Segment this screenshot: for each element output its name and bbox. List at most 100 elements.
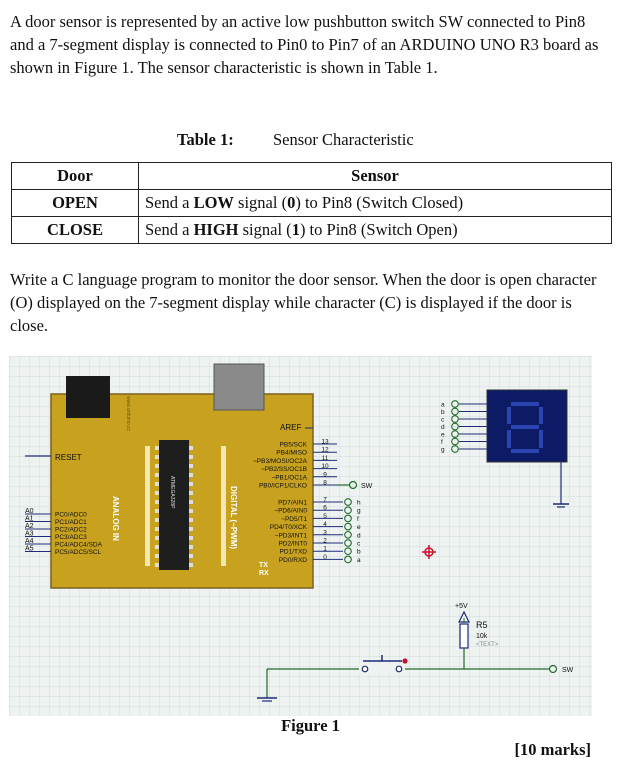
chip-pin bbox=[155, 554, 159, 558]
display-pin-label: a bbox=[441, 402, 445, 409]
chip-pin bbox=[189, 473, 193, 477]
analog-pin-label: A0 bbox=[25, 508, 34, 515]
digital-pin-number: 4 bbox=[323, 521, 327, 528]
table-row: OPEN Send a LOW signal (0) to Pin8 (Swit… bbox=[11, 189, 612, 217]
header-sensor: Sensor bbox=[138, 162, 612, 190]
right-header-strip bbox=[221, 446, 226, 566]
chip-pin bbox=[155, 491, 159, 495]
chip-pin bbox=[189, 455, 193, 459]
door-cell: CLOSE bbox=[11, 216, 139, 244]
digital-pin-number: 13 bbox=[321, 439, 329, 446]
sensor-text: signal ( bbox=[233, 193, 288, 212]
door-cell: OPEN bbox=[11, 189, 139, 217]
chip-pin bbox=[189, 500, 193, 504]
chip-pin bbox=[155, 464, 159, 468]
pin-terminal-label: f bbox=[357, 516, 359, 523]
chip-pin bbox=[155, 500, 159, 504]
signal-level: LOW bbox=[193, 193, 234, 212]
table-title: Sensor Characteristic bbox=[273, 130, 414, 149]
display-pin-label: f bbox=[441, 439, 443, 446]
chip-pin bbox=[189, 491, 193, 495]
pin-terminal-label: d bbox=[357, 532, 361, 539]
pushbutton-gap bbox=[359, 664, 405, 674]
chip-pin bbox=[155, 482, 159, 486]
rx-label: RX bbox=[259, 570, 269, 577]
digital-pin-number: 11 bbox=[322, 455, 329, 462]
digital-pin-label: PB4/MISO bbox=[276, 450, 307, 457]
digital-pin-number: 3 bbox=[323, 529, 327, 536]
analog-pin-label: A5 bbox=[25, 546, 34, 553]
sw-label-2: SW bbox=[562, 667, 574, 674]
signal-value: 1 bbox=[291, 220, 300, 239]
chip-pin bbox=[189, 518, 193, 522]
display-pin-label: g bbox=[441, 447, 445, 454]
analog-in-label: ANALOG IN bbox=[111, 496, 120, 541]
pin-terminal bbox=[344, 555, 352, 564]
intro-paragraph: A door sensor is represented by an activ… bbox=[10, 12, 599, 77]
chip-pin bbox=[189, 554, 193, 558]
chip-pin bbox=[189, 446, 193, 450]
chip-pin bbox=[189, 464, 193, 468]
sensor-text: Send a bbox=[145, 193, 194, 212]
analog-pin-label: A2 bbox=[25, 523, 34, 530]
analog-pin-function: PC0/ADC0 bbox=[55, 512, 87, 519]
display-segments bbox=[507, 402, 543, 453]
analog-pin-function: PC3/ADC3 bbox=[55, 534, 87, 541]
pin-terminal-label: b bbox=[357, 549, 361, 556]
sensor-cell: Send a LOW signal (0) to Pin8 (Switch Cl… bbox=[138, 189, 612, 217]
analog-pin-function: PC1/ADC1 bbox=[55, 519, 87, 526]
chip-pin bbox=[189, 509, 193, 513]
task-paragraph: Write a C language program to monitor th… bbox=[10, 270, 597, 335]
circuit-figure: RESET www.arduino.cc ATMEGA328P ANALOG I… bbox=[9, 356, 592, 716]
digital-pin-label: PD1/TXD bbox=[280, 549, 308, 556]
header-door: Door bbox=[11, 162, 139, 190]
digital-pin-number: 12 bbox=[321, 447, 329, 454]
sensor-text: ) to Pin8 (Switch Closed) bbox=[295, 193, 464, 212]
tx-label: TX bbox=[259, 562, 268, 569]
chip-pin bbox=[189, 563, 193, 567]
chip-pin bbox=[155, 527, 159, 531]
analog-pin-function: PC5/ADC5/SCL bbox=[55, 549, 102, 556]
sw-label: SW bbox=[361, 483, 373, 490]
microcontroller-chip bbox=[159, 440, 189, 570]
chip-pins bbox=[155, 446, 193, 567]
digital-pin-number: 8 bbox=[323, 480, 327, 487]
digital-pin-number: 10 bbox=[321, 463, 329, 470]
pin-terminal bbox=[344, 514, 352, 523]
digital-pin-number: 1 bbox=[323, 546, 327, 553]
marks-label: [10 marks] bbox=[514, 740, 591, 759]
pin-terminal bbox=[344, 506, 352, 515]
chip-pin bbox=[189, 536, 193, 540]
pin-terminal-label: a bbox=[357, 557, 361, 564]
website-label: www.arduino.cc bbox=[125, 396, 131, 432]
resistor-name: R5 bbox=[476, 620, 488, 630]
chip-pin bbox=[155, 473, 159, 477]
signal-value: 0 bbox=[287, 193, 296, 212]
sensor-cell: Send a HIGH signal (1) to Pin8 (Switch O… bbox=[138, 216, 612, 244]
left-header-strip bbox=[145, 446, 150, 566]
pin-terminal bbox=[344, 498, 352, 506]
digital-pin-label: ~PB3/MOSI/OC2A bbox=[253, 458, 308, 465]
digital-pin-label: PD4/T0/XCK bbox=[270, 524, 308, 531]
display-pin-label: b bbox=[441, 409, 445, 416]
digital-pin-number: 7 bbox=[323, 497, 327, 504]
resistor-value: 10k bbox=[476, 633, 488, 640]
display-terminal bbox=[451, 430, 459, 438]
pushbutton-indicator bbox=[402, 658, 408, 664]
figure-caption: Figure 1 bbox=[281, 716, 340, 735]
digital-pin-label: ~PD3/INT1 bbox=[275, 532, 308, 539]
digital-pin-label: ~PB1/OC1A bbox=[271, 474, 307, 481]
chip-pin bbox=[155, 563, 159, 567]
analog-pin-function: PC2/ADC2 bbox=[55, 527, 87, 534]
pushbutton-contact bbox=[395, 665, 403, 673]
resistor-text: <TEXT> bbox=[476, 642, 499, 648]
display-pin-label: d bbox=[441, 424, 445, 431]
sensor-text: signal ( bbox=[238, 220, 292, 239]
table-row: CLOSE Send a HIGH signal (1) to Pin8 (Sw… bbox=[11, 216, 612, 244]
chip-pin bbox=[155, 446, 159, 450]
digital-pin-label: PD2/INT0 bbox=[278, 541, 307, 548]
digital-pin-label: PD7/AIN1 bbox=[278, 500, 307, 507]
display-terminal bbox=[451, 400, 459, 408]
